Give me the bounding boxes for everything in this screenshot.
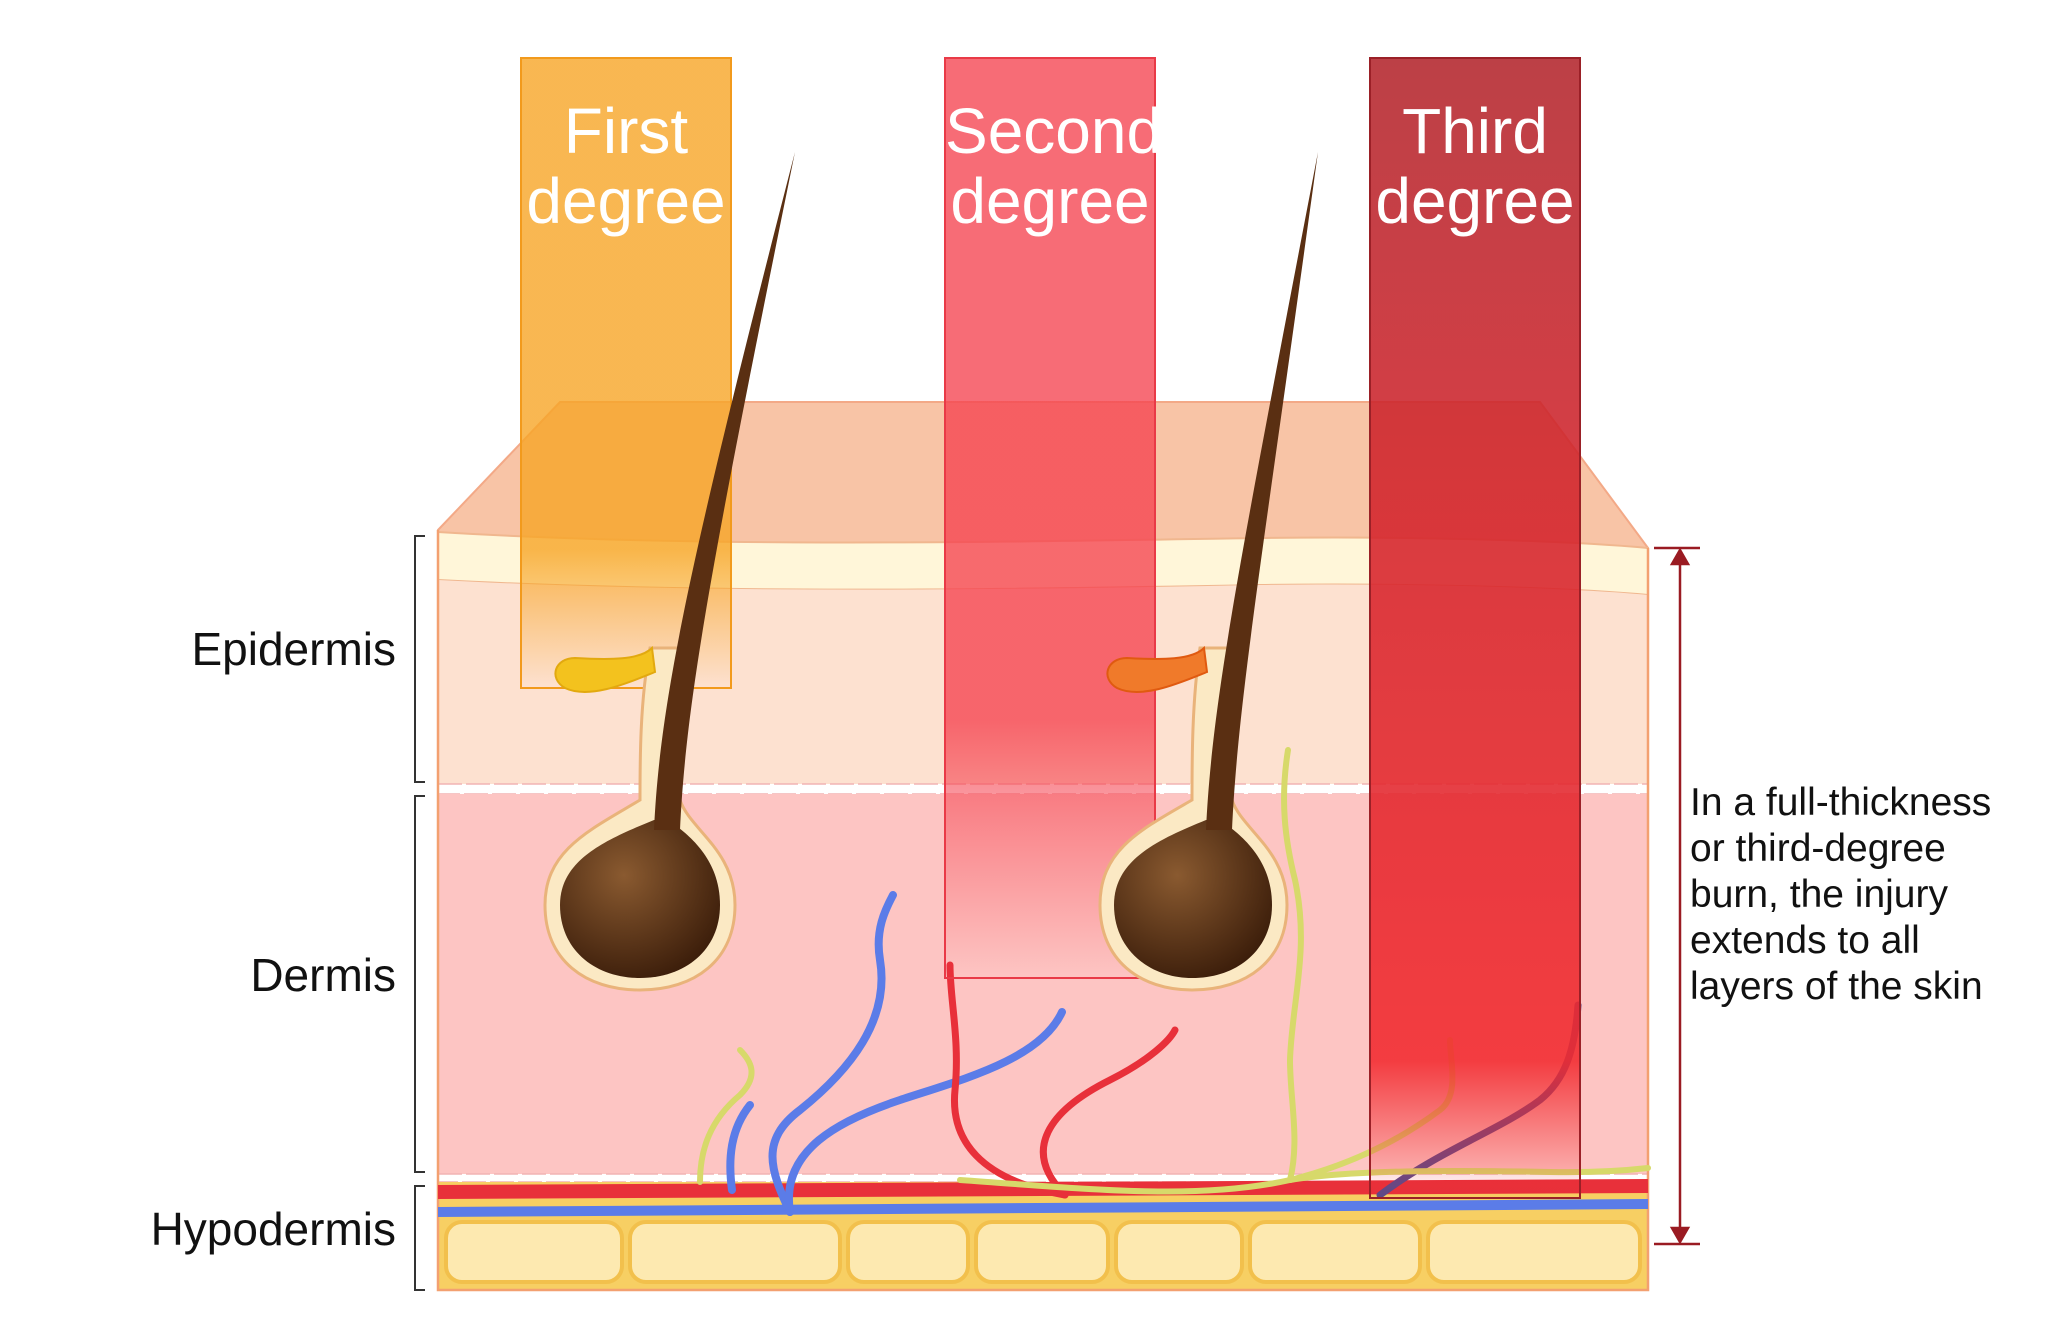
veins — [726, 891, 1066, 1216]
note-line-1: In a full-thickness — [1690, 781, 1992, 824]
first-degree-line1: First — [563, 95, 689, 167]
full-thickness-note: In a full-thickness or third-degree burn… — [1690, 780, 2020, 1010]
hair-follicle-1 — [543, 152, 795, 992]
fat-cells — [444, 1220, 1642, 1284]
first-degree-title: First degree — [521, 96, 731, 236]
full-thickness-bracket — [1654, 546, 1700, 1246]
third-degree-column — [1369, 57, 1581, 1199]
note-line-5: layers of the skin — [1690, 965, 1983, 1008]
hypodermis-label: Hypodermis — [150, 1203, 396, 1255]
second-degree-line2: degree — [950, 165, 1150, 237]
note-line-4: extends to all — [1690, 919, 1920, 962]
first-degree-line2: degree — [526, 165, 726, 237]
third-degree-line1: Third — [1402, 95, 1548, 167]
epidermis-label: Epidermis — [191, 623, 396, 675]
second-degree-line1: Second — [945, 95, 1163, 167]
hair-follicle-2 — [1098, 152, 1318, 992]
second-degree-title: Second degree — [945, 95, 1163, 237]
second-degree-column — [944, 57, 1156, 979]
note-line-2: or third-degree — [1690, 827, 1946, 870]
third-degree-line2: degree — [1375, 165, 1575, 237]
layer-brackets — [414, 535, 425, 1291]
third-degree-title: Third degree — [1370, 96, 1580, 236]
note-line-3: burn, the injury — [1690, 873, 1948, 916]
dermis-label: Dermis — [250, 949, 396, 1001]
skin-block-outline — [436, 530, 1650, 1292]
